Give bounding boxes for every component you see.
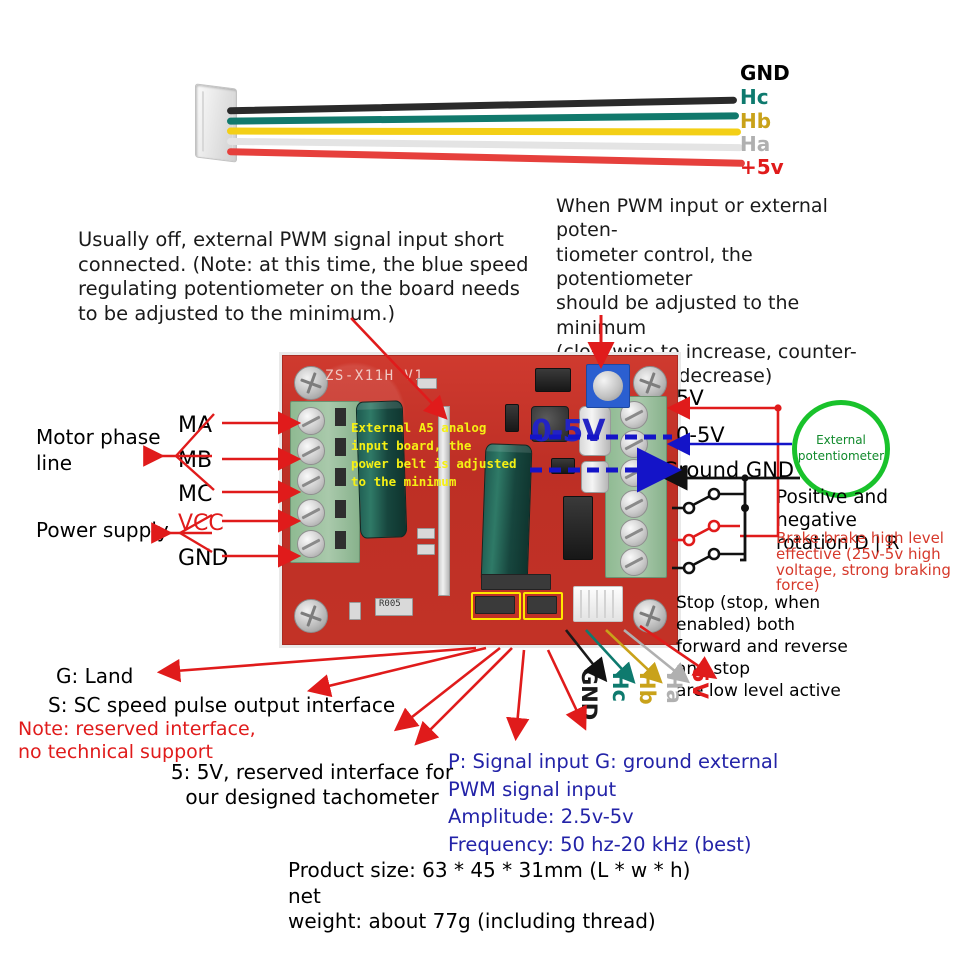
terminal-label-mc: MC xyxy=(178,482,213,507)
pin-header-group-sg-highlight xyxy=(471,592,521,620)
terminal-screw-gnd xyxy=(297,530,325,558)
pin-header-bottom-2[interactable] xyxy=(527,596,557,614)
screw-hole-bottom-left xyxy=(294,599,328,633)
ic-driver xyxy=(563,496,593,560)
label-positive-negative-rotation: Positive and negative rotation D | R xyxy=(776,487,900,555)
screw-hole-top-left xyxy=(294,366,328,400)
label-motor-phase-line: Motor phase line xyxy=(36,425,161,475)
harness-label-hc: Hc xyxy=(740,85,769,109)
terminal-screw-mb xyxy=(297,437,325,465)
bottom-wire-label-gnd: GND xyxy=(577,668,601,721)
annotation-pwm-short-note: Usually off, external PWM signal input s… xyxy=(78,228,529,325)
bottom-wire-label-ha: Ha xyxy=(662,672,686,704)
terminal-screw-ma xyxy=(297,407,325,435)
label-brake-note: Brake brake high level effective (25v-5v… xyxy=(776,529,951,595)
terminal-screw-ground xyxy=(620,459,648,487)
bottom-wire-label-hb: Hb xyxy=(635,672,659,705)
harness-label-5v: +5v xyxy=(740,155,784,179)
transistor-top xyxy=(505,404,519,432)
smd-part xyxy=(417,544,435,555)
screw-hole-top-right xyxy=(633,366,667,400)
label-stop-note: Stop (stop, when enabled) both forward a… xyxy=(676,593,848,702)
label-product-size: Product size: 63 * 45 * 31mm (L * w * h)… xyxy=(288,858,691,934)
label-s-sc: S: SC speed pulse output interface xyxy=(48,693,396,717)
terminal-label-0-5v: 0-5V xyxy=(676,423,725,447)
switch-symbol-dir xyxy=(672,487,745,515)
annotation-potentiometer-note: When PWM input or external poten- tiomet… xyxy=(556,195,857,388)
board-silk-label: ZS-X11H V1 xyxy=(325,368,425,384)
terminal-screw-stop xyxy=(620,548,648,576)
harness-wire-hb xyxy=(226,127,742,136)
terminal-label-mb: MB xyxy=(178,448,213,473)
screw-hole-bottom-right xyxy=(633,599,667,633)
terminal-screw-vcc xyxy=(297,499,325,527)
motor-driver-board: ZS-X11H V1 xyxy=(282,355,678,645)
smd-part xyxy=(349,602,361,620)
terminal-label-ma: MA xyxy=(178,413,213,438)
switch-symbol-brake xyxy=(672,519,740,547)
ic-small xyxy=(551,458,575,474)
terminal-screw-mc xyxy=(297,467,325,495)
harness-label-ha: Ha xyxy=(740,132,771,156)
board-overlay-0-5v-text: 0-5V xyxy=(531,414,605,449)
label-tachometer-note: 5: 5V, reserved interface for our design… xyxy=(170,760,454,809)
pin-header-upper[interactable] xyxy=(481,574,551,590)
pin-header-group-pg-highlight xyxy=(523,592,563,620)
label-pwm-signal-block: P: Signal input G: ground external PWM s… xyxy=(448,750,779,857)
label-reserved-note: Note: reserved interface, no technical s… xyxy=(18,718,256,763)
bottom-wire-label-5v: 5V xyxy=(688,668,712,699)
ic-top xyxy=(535,368,571,392)
label-g-land: G: Land xyxy=(56,664,134,688)
terminal-label-ground-gnd: Ground GND xyxy=(662,458,795,482)
harness-label-gnd: GND xyxy=(740,61,790,85)
harness-wire-hc xyxy=(226,112,740,125)
hall-sensor-connector[interactable] xyxy=(573,586,623,622)
shunt-resistor xyxy=(375,598,413,616)
terminal-wire-slots xyxy=(335,406,351,558)
smd-part xyxy=(417,528,435,539)
switch-symbol-stop xyxy=(672,547,745,575)
external-potentiometer-label: External potentiometer xyxy=(797,433,885,463)
bottom-wire-label-hc: Hc xyxy=(608,672,632,703)
harness-wire-gnd xyxy=(226,96,738,115)
left-terminal-block xyxy=(290,401,360,563)
harness-wire-5v xyxy=(226,148,746,167)
board-overlay-yellow-text: External A5 analog input board, the powe… xyxy=(351,420,517,490)
right-terminal-block xyxy=(605,396,667,578)
terminal-label-5v: 5V xyxy=(676,386,704,410)
terminal-screw-dir xyxy=(620,490,648,518)
terminal-label-vcc: VCC xyxy=(178,511,224,536)
capacitor-small-mid xyxy=(581,461,609,493)
smd-part xyxy=(417,378,437,389)
pin-header-bottom[interactable] xyxy=(475,596,515,614)
terminal-label-gnd: GND xyxy=(178,546,229,571)
resistor-silk-label: R005 xyxy=(379,599,401,609)
speed-trim-potentiometer[interactable] xyxy=(586,364,630,408)
harness-label-hb: Hb xyxy=(740,109,772,133)
external-potentiometer-symbol: External potentiometer xyxy=(792,400,890,498)
terminal-screw-brake xyxy=(620,519,648,547)
terminal-screw-0-5v xyxy=(620,430,648,458)
terminal-screw-5v xyxy=(620,401,648,429)
wire-harness-image xyxy=(195,78,755,173)
label-power-supply: Power supply xyxy=(36,518,169,542)
